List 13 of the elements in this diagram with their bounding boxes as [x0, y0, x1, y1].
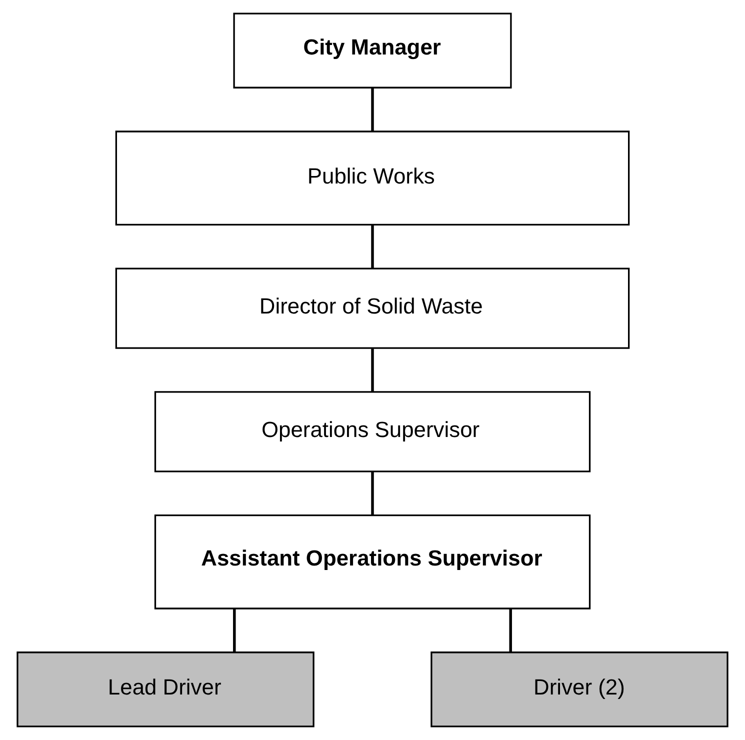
connector [371, 471, 374, 516]
connector [233, 608, 236, 652]
connector [371, 88, 374, 132]
connector [371, 224, 374, 268]
node-box: Driver (2) [430, 652, 728, 728]
node-box: City Manager [233, 12, 512, 88]
node-box: Public Works [115, 130, 630, 226]
node-box: Assistant Operations Supervisor [154, 514, 591, 610]
connector [509, 608, 512, 652]
connector [371, 348, 374, 392]
node-box: Operations Supervisor [154, 391, 591, 472]
node-box: Lead Driver [16, 652, 314, 728]
node-box: Director of Solid Waste [115, 268, 630, 349]
